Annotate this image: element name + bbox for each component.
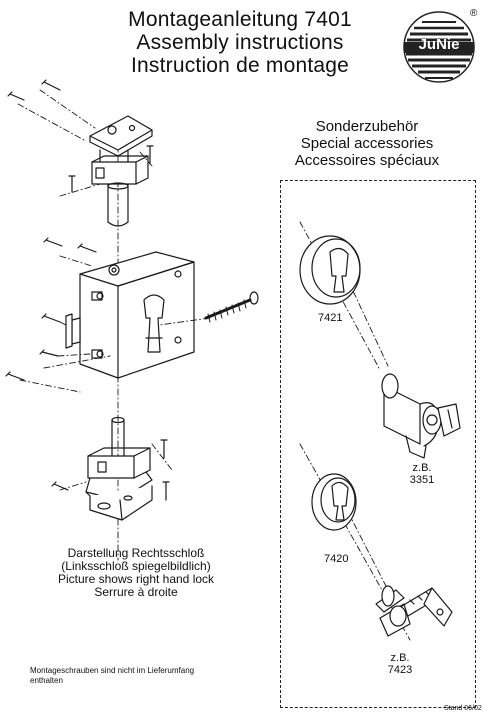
accessory-prefix: z.B.: [412, 462, 432, 474]
accessory-code-7420: 7420: [324, 553, 349, 565]
lock-orientation-caption: Darstellung Rechtsschloß (Linksschloß sp…: [22, 547, 250, 599]
half-cylinder-3351: [381, 373, 461, 459]
title-block: Montageanleitung 7401 Assembly instructi…: [90, 8, 390, 77]
caption-line: Serrure à droite: [94, 585, 178, 599]
accessory-label-7423: z.B. 7423: [380, 652, 420, 676]
title-german: Montageanleitung 7401: [128, 8, 352, 31]
title-french: Instruction de montage: [130, 54, 350, 77]
upper-strike-assembly: [89, 115, 153, 227]
rosette-7421: [299, 235, 361, 305]
screws-upper: [7, 79, 154, 253]
cylinder-screw: [204, 291, 259, 323]
brand-name: JuNie: [418, 36, 460, 53]
cylinder-7423: [375, 585, 453, 637]
caption-line: Darstellung Rechtsschloß: [67, 546, 205, 560]
lower-strike-assembly: [85, 416, 153, 521]
accessory-code-3351: 3351: [409, 474, 435, 486]
accessory-prefix: z.B.: [390, 652, 410, 664]
caption-line: (Linksschloß spiegelbildlich): [61, 559, 211, 573]
accessories-title-german: Sonderzubehör: [315, 118, 419, 135]
screws-lower: [5, 313, 170, 501]
lock-body: [65, 251, 195, 379]
revision-date: Stand 06/02: [444, 705, 482, 712]
accessories-title-english: Special accessories: [300, 135, 434, 152]
accessory-code-7421: 7421: [318, 312, 343, 324]
caption-line: Picture shows right hand lock: [57, 572, 215, 586]
title-english: Assembly instructions: [136, 31, 344, 54]
brand-logo-icon: JuNie: [402, 10, 476, 84]
rosette-7420: [311, 473, 357, 531]
screws-not-included-note: Montageschrauben sind nicht im Lieferumf…: [30, 666, 195, 685]
accessories-box: [280, 180, 476, 708]
registered-mark: ®: [470, 8, 478, 19]
accessories-title: Sonderzubehör Special accessories Access…: [262, 118, 472, 169]
accessory-label-3351: z.B. 3351: [402, 462, 442, 486]
accessories-title-french: Accessoires spéciaux: [294, 152, 440, 169]
accessory-code-7423: 7423: [387, 664, 413, 676]
